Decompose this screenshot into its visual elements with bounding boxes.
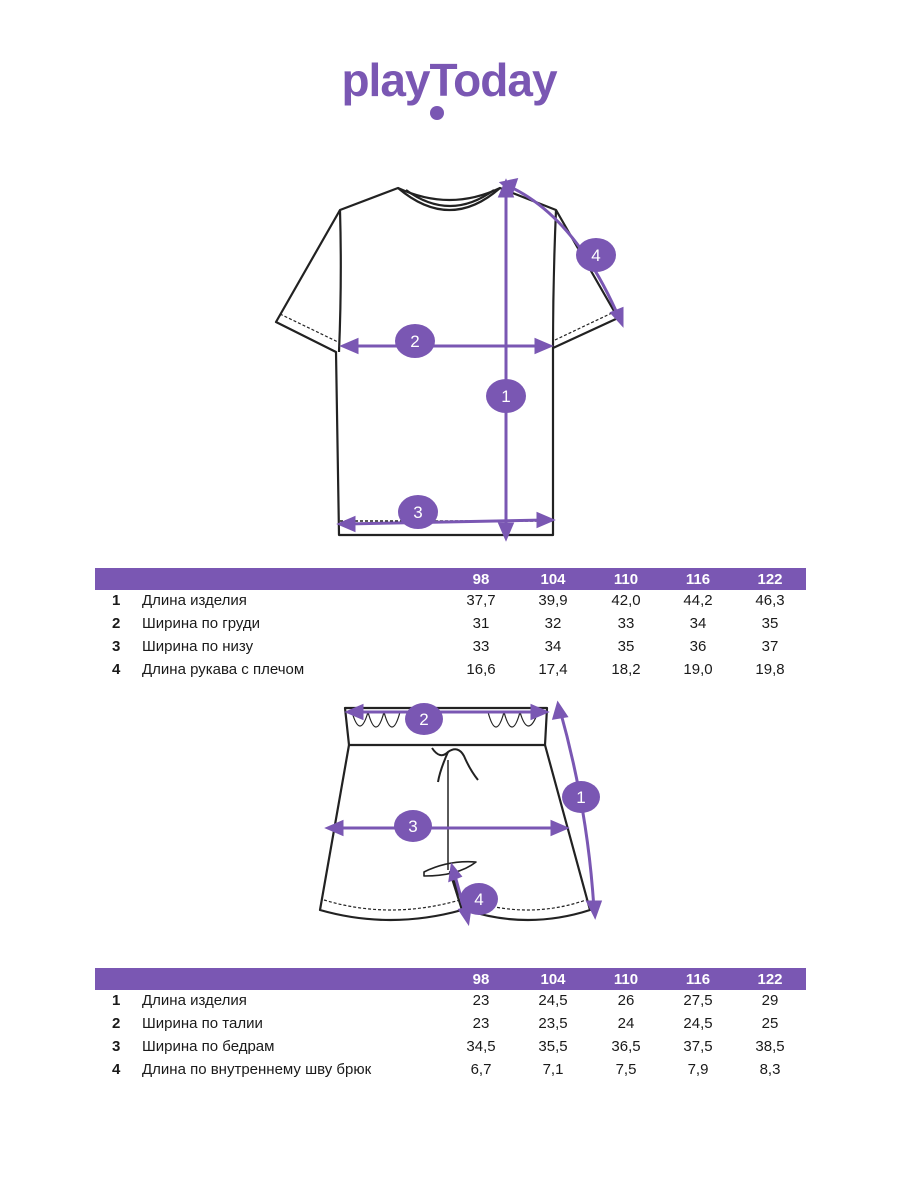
table-cell: 23 xyxy=(472,992,490,1009)
table-cell: 32 xyxy=(544,615,562,632)
row-label: Ширина по бедрам xyxy=(142,1038,275,1055)
svg-text:1: 1 xyxy=(576,788,585,807)
row-number: 3 xyxy=(112,638,121,655)
table-cell: 25 xyxy=(761,1015,779,1032)
row-number: 4 xyxy=(112,661,121,678)
table-cell: 33 xyxy=(472,638,490,655)
shorts-size-table: 98 104 110 116 122 1 Длина изделия 23 24… xyxy=(95,968,806,1082)
row-label: Длина изделия xyxy=(142,992,247,1009)
table-cell: 36 xyxy=(689,638,707,655)
shorts-drawing: 1 2 3 4 xyxy=(318,700,603,927)
marker-2-icon xyxy=(405,703,443,735)
table-cell: 34,5 xyxy=(466,1038,496,1055)
table-cell: 7,9 xyxy=(687,1061,709,1078)
row-number: 3 xyxy=(112,1038,121,1055)
row-label: Длина рукава с плечом xyxy=(142,661,305,678)
table-cell: 19,8 xyxy=(755,661,785,678)
table-cell: 8,3 xyxy=(759,1061,781,1078)
svg-text:2: 2 xyxy=(410,332,419,351)
row-number: 1 xyxy=(112,592,121,609)
marker-3-icon xyxy=(394,810,432,842)
table-header: 98 104 110 116 122 xyxy=(95,568,806,590)
table-cell: 34 xyxy=(689,615,707,632)
table-cell: 24,5 xyxy=(683,1015,713,1032)
table-cell: 35 xyxy=(617,638,635,655)
table-cell: 16,6 xyxy=(466,661,496,678)
row-label: Ширина по груди xyxy=(142,615,261,632)
table-row: 4 Длина рукава с плечом 16,6 17,4 18,2 1… xyxy=(95,659,806,682)
table-row: 2 Ширина по талии 23 23,5 24 24,5 25 xyxy=(95,1013,806,1036)
table-cell: 38,5 xyxy=(755,1038,785,1055)
svg-text:4: 4 xyxy=(591,246,600,265)
table-cell: 42,0 xyxy=(611,592,641,609)
marker-3-icon xyxy=(398,495,438,529)
size-header: 104 xyxy=(540,971,566,988)
logo-dot-icon xyxy=(430,106,444,120)
size-header: 110 xyxy=(613,571,639,588)
svg-text:2: 2 xyxy=(419,710,428,729)
table-row: 2 Ширина по груди 31 32 33 34 35 xyxy=(95,613,806,636)
table-cell: 26 xyxy=(617,992,635,1009)
brand-logo-text: playToday xyxy=(341,54,558,106)
row-label: Длина изделия xyxy=(142,592,247,609)
row-label: Ширина по талии xyxy=(142,1015,263,1032)
size-header: 122 xyxy=(757,571,783,588)
table-cell: 19,0 xyxy=(683,661,713,678)
table-cell: 27,5 xyxy=(683,992,713,1009)
size-header: 116 xyxy=(685,971,711,988)
size-header: 104 xyxy=(540,571,566,588)
table-cell: 37,5 xyxy=(683,1038,713,1055)
marker-1-icon xyxy=(562,781,600,813)
table-cell: 31 xyxy=(472,615,490,632)
table-cell: 34 xyxy=(544,638,562,655)
table-cell: 37,7 xyxy=(466,592,496,609)
row-number: 1 xyxy=(112,992,121,1009)
table-cell: 7,1 xyxy=(542,1061,564,1078)
table-cell: 18,2 xyxy=(611,661,641,678)
table-cell: 29 xyxy=(761,992,779,1009)
size-header: 116 xyxy=(685,571,711,588)
table-row: 3 Ширина по бедрам 34,5 35,5 36,5 37,5 3… xyxy=(95,1036,806,1059)
table-cell: 24,5 xyxy=(538,992,568,1009)
svg-text:1: 1 xyxy=(501,387,510,406)
table-cell: 23 xyxy=(472,1015,490,1032)
size-header: 122 xyxy=(757,971,783,988)
row-label: Длина по внутреннему шву брюк xyxy=(142,1061,372,1078)
table-cell: 23,5 xyxy=(538,1015,568,1032)
size-header: 98 xyxy=(472,971,490,988)
row-label: Ширина по низу xyxy=(142,638,254,655)
marker-4-icon xyxy=(460,883,498,915)
table-cell: 35 xyxy=(761,615,779,632)
table-header: 98 104 110 116 122 xyxy=(95,968,806,990)
row-number: 2 xyxy=(112,1015,121,1032)
tshirt-drawing: 1 2 3 4 xyxy=(274,177,624,542)
table-row: 1 Длина изделия 37,7 39,9 42,0 44,2 46,3 xyxy=(95,590,806,613)
marker-4-icon xyxy=(576,238,616,272)
size-header: 98 xyxy=(472,571,490,588)
svg-text:3: 3 xyxy=(413,503,422,522)
table-cell: 33 xyxy=(617,615,635,632)
table-cell: 37 xyxy=(761,638,779,655)
svg-text:4: 4 xyxy=(474,890,483,909)
tshirt-size-table: 98 104 110 116 122 1 Длина изделия 37,7 … xyxy=(95,568,806,682)
table-cell: 7,5 xyxy=(615,1061,637,1078)
row-number: 4 xyxy=(112,1061,121,1078)
brand-logo: playToday xyxy=(341,54,559,120)
marker-1-icon xyxy=(486,379,526,413)
row-number: 2 xyxy=(112,615,121,632)
table-cell: 36,5 xyxy=(611,1038,641,1055)
table-row: 3 Ширина по низу 33 34 35 36 37 xyxy=(95,636,806,659)
table-row: 1 Длина изделия 23 24,5 26 27,5 29 xyxy=(95,990,806,1013)
table-cell: 17,4 xyxy=(538,661,568,678)
table-cell: 35,5 xyxy=(538,1038,568,1055)
table-cell: 6,7 xyxy=(470,1061,492,1078)
table-cell: 24 xyxy=(617,1015,635,1032)
marker-2-icon xyxy=(395,324,435,358)
svg-text:3: 3 xyxy=(408,817,417,836)
table-cell: 44,2 xyxy=(683,592,713,609)
table-cell: 46,3 xyxy=(755,592,785,609)
size-header: 110 xyxy=(613,971,639,988)
table-cell: 39,9 xyxy=(538,592,568,609)
table-row: 4 Длина по внутреннему шву брюк 6,7 7,1 … xyxy=(95,1059,806,1082)
